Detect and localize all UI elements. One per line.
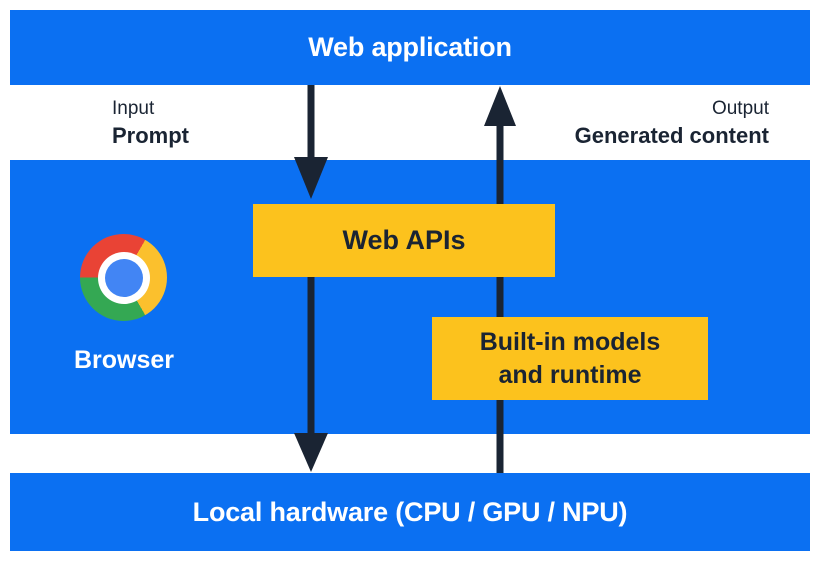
web-application-label: Web application: [308, 32, 512, 62]
web-apis-label: Web APIs: [342, 225, 466, 255]
local-hardware-bar: Local hardware (CPU / GPU / NPU): [10, 473, 810, 551]
builtin-models-label-line1: Built-in models: [479, 327, 661, 356]
builtin-models-label-line2: and runtime: [498, 360, 642, 389]
down-arrow: [294, 85, 328, 472]
browser-label: Browser: [73, 346, 175, 374]
input-value: Prompt: [112, 123, 189, 148]
output-label-group: Output Generated content: [575, 96, 769, 150]
up-arrow: [484, 86, 516, 473]
chrome-logo-icon: [80, 234, 167, 321]
output-value: Generated content: [574, 123, 769, 148]
local-hardware-label: Local hardware (CPU / GPU / NPU): [192, 496, 628, 527]
web-application-bar: Web application: [10, 10, 810, 85]
builtin-models-box: Built-in models and runtime: [432, 317, 708, 400]
input-title: Input: [112, 98, 155, 119]
chrome-logo-center: [104, 258, 143, 297]
web-apis-box: Web APIs: [253, 204, 555, 277]
output-title: Output: [711, 98, 769, 119]
input-label-group: Input Prompt: [112, 96, 189, 150]
